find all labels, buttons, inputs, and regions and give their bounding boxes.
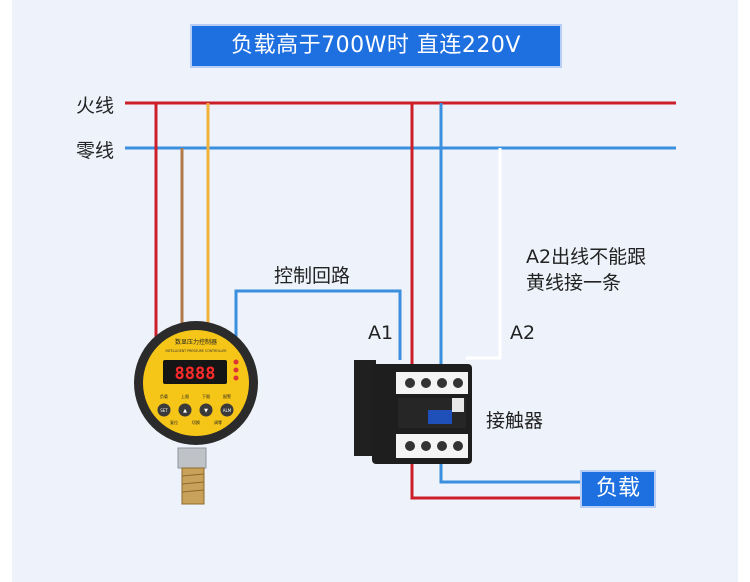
gauge-button-up-text: ▲: [183, 408, 187, 414]
a2-note-line2: 黄线接一条: [526, 272, 622, 294]
gauge-display: [163, 360, 227, 384]
gauge-button-up: [178, 403, 192, 417]
load-neutral-wire: [439, 458, 582, 484]
gauge-label-reset: 复位: [170, 419, 178, 425]
contactor-indicator: [428, 410, 452, 424]
page-title: 负载高于700W时 直连220V: [190, 24, 562, 68]
gauge-button-set: [157, 403, 171, 417]
pressure-controller: [134, 321, 258, 505]
gauge-title-text: 数显压力控制器: [175, 338, 217, 346]
gauge-button-down: [199, 403, 213, 417]
neutral-wire-label: 零线: [76, 140, 115, 162]
gauge-label-alarm: 报警: [223, 393, 231, 399]
a2-wire: [466, 148, 502, 360]
gauge-label-load: 负载: [160, 393, 168, 399]
gauge-label-zero: 调零: [214, 419, 222, 425]
gauge-button-alm: [220, 403, 234, 417]
gauge-display-text: 8888: [175, 364, 216, 384]
contactor-label: 接触器: [486, 410, 544, 432]
gauge-label-upper: 上限: [181, 393, 189, 399]
contactor-top-terminals: [396, 372, 468, 394]
live-wire-label: 火线: [76, 95, 115, 117]
a2-note-line1: A2出线不能跟: [526, 246, 647, 268]
gauge-label-lower: 下限: [202, 393, 210, 399]
gauge-button-set-text: SET: [160, 408, 168, 413]
gauge-thread: [181, 467, 205, 505]
gauge-label-switch: 切换: [192, 419, 200, 425]
control-loop-wire: [234, 289, 402, 360]
contactor-mount: [354, 360, 376, 456]
gauge-button-down-text: ▼: [204, 408, 208, 414]
a2-label: A2: [510, 322, 536, 344]
load-live-wire: [410, 458, 582, 500]
a1-label: A1: [368, 322, 394, 344]
gauge-fitting: [177, 447, 207, 469]
control-loop-label: 控制回路: [274, 265, 351, 287]
load-box: 负载: [580, 470, 656, 508]
gauge-button-alm-text: ALM: [223, 408, 232, 413]
contactor: [354, 360, 472, 464]
gauge-subtitle-text: INTELLIGENT PRESSURE CONTROLLER: [166, 349, 228, 353]
